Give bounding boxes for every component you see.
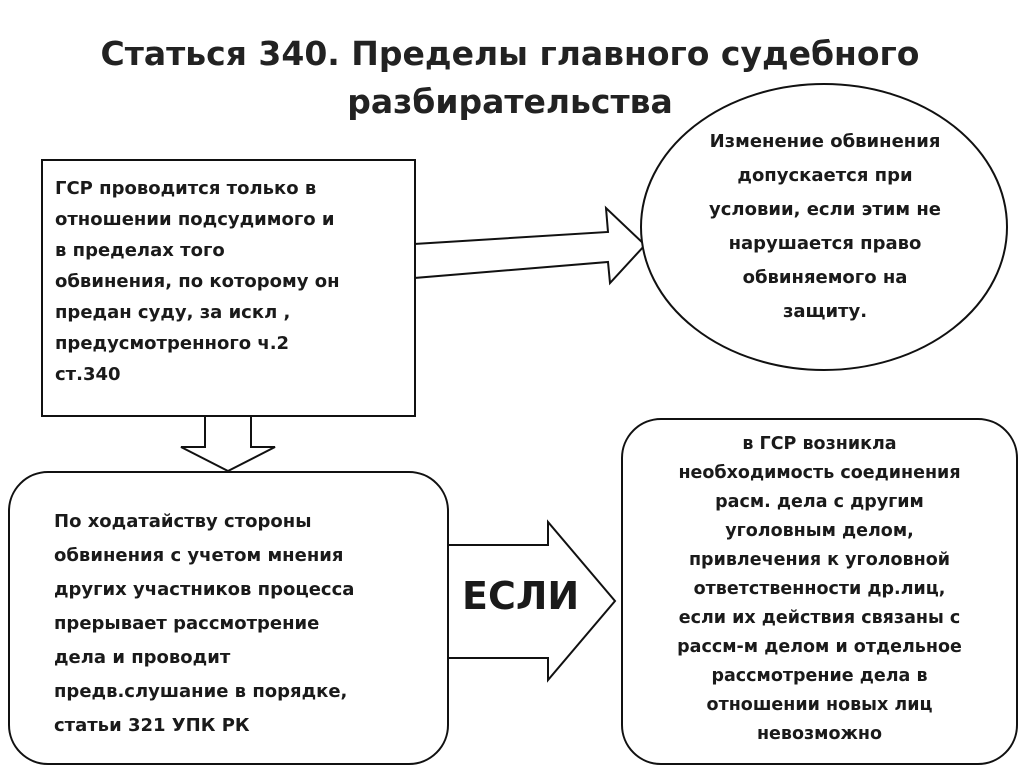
ellipse-change-shape — [640, 83, 1008, 371]
arrow-down — [180, 415, 276, 473]
ellipse-line: обвиняемого на — [742, 267, 908, 288]
condition-line: привлечения к уголовной — [688, 550, 951, 570]
if-label: ЕСЛИ — [462, 574, 580, 618]
arrow-if — [446, 519, 617, 683]
ellipse-change-text: Изменение обвинения допускается при усло… — [660, 125, 990, 329]
motion-line: прерывает рассмотрение — [54, 613, 320, 634]
motion-line: других участников процесса — [54, 579, 355, 600]
motion-line: статьи 321 УПК РК — [54, 715, 250, 736]
condition-line: невозможно — [756, 724, 883, 744]
scope-line: ст.340 — [55, 364, 121, 385]
condition-line: рассмотрение дела в — [711, 666, 928, 686]
condition-line: ответственности др.лиц, — [693, 579, 946, 599]
scope-line: предусмотренного ч.2 — [55, 333, 290, 354]
condition-line: если их действия связаны с — [678, 608, 961, 628]
scope-line: обвинения, по которому он — [55, 271, 340, 292]
ellipse-line: нарушается право — [728, 233, 922, 254]
scope-line: в пределах того — [55, 240, 225, 261]
ellipse-line: защиту. — [782, 301, 868, 322]
ellipse-line: Изменение обвинения — [709, 131, 941, 152]
arrow-to-ellipse — [413, 205, 647, 286]
motion-line: предв.слушание в порядке, — [54, 681, 348, 702]
page-title: Статься 340. Пределы главного судебного … — [40, 30, 980, 126]
scope-line: предан суду, за искл , — [55, 302, 291, 323]
scope-line: ГСР проводится только в — [55, 178, 317, 199]
scope-line: отношении подсудимого и — [55, 209, 335, 230]
condition-line: в ГСР возникла — [742, 434, 897, 454]
scope-text: ГСР проводится только в отношении подсуд… — [55, 173, 414, 390]
motion-line: обвинения с учетом мнения — [54, 545, 344, 566]
motion-box: По ходатайству стороны обвинения с учето… — [8, 471, 449, 765]
condition-text: в ГСР возникла необходимость соединения … — [623, 430, 1016, 749]
motion-line: дела и проводит — [54, 647, 231, 668]
ellipse-line: условии, если этим не — [709, 199, 941, 220]
title-line-2: разбирательства — [347, 82, 673, 121]
scope-box: ГСР проводится только в отношении подсуд… — [41, 159, 416, 417]
condition-line: уголовным делом, — [725, 521, 914, 541]
motion-text: По ходатайству стороны обвинения с учето… — [54, 505, 447, 743]
motion-line: По ходатайству стороны — [54, 511, 312, 532]
condition-box: в ГСР возникла необходимость соединения … — [621, 418, 1018, 765]
title-line-1: Статься 340. Пределы главного судебного — [100, 34, 920, 73]
condition-line: расм. дела с другим — [715, 492, 924, 512]
condition-line: отношении новых лиц — [706, 695, 933, 715]
condition-line: рассм-м делом и отдельное — [677, 637, 962, 657]
condition-line: необходимость соединения — [678, 463, 961, 483]
ellipse-line: допускается при — [737, 165, 913, 186]
